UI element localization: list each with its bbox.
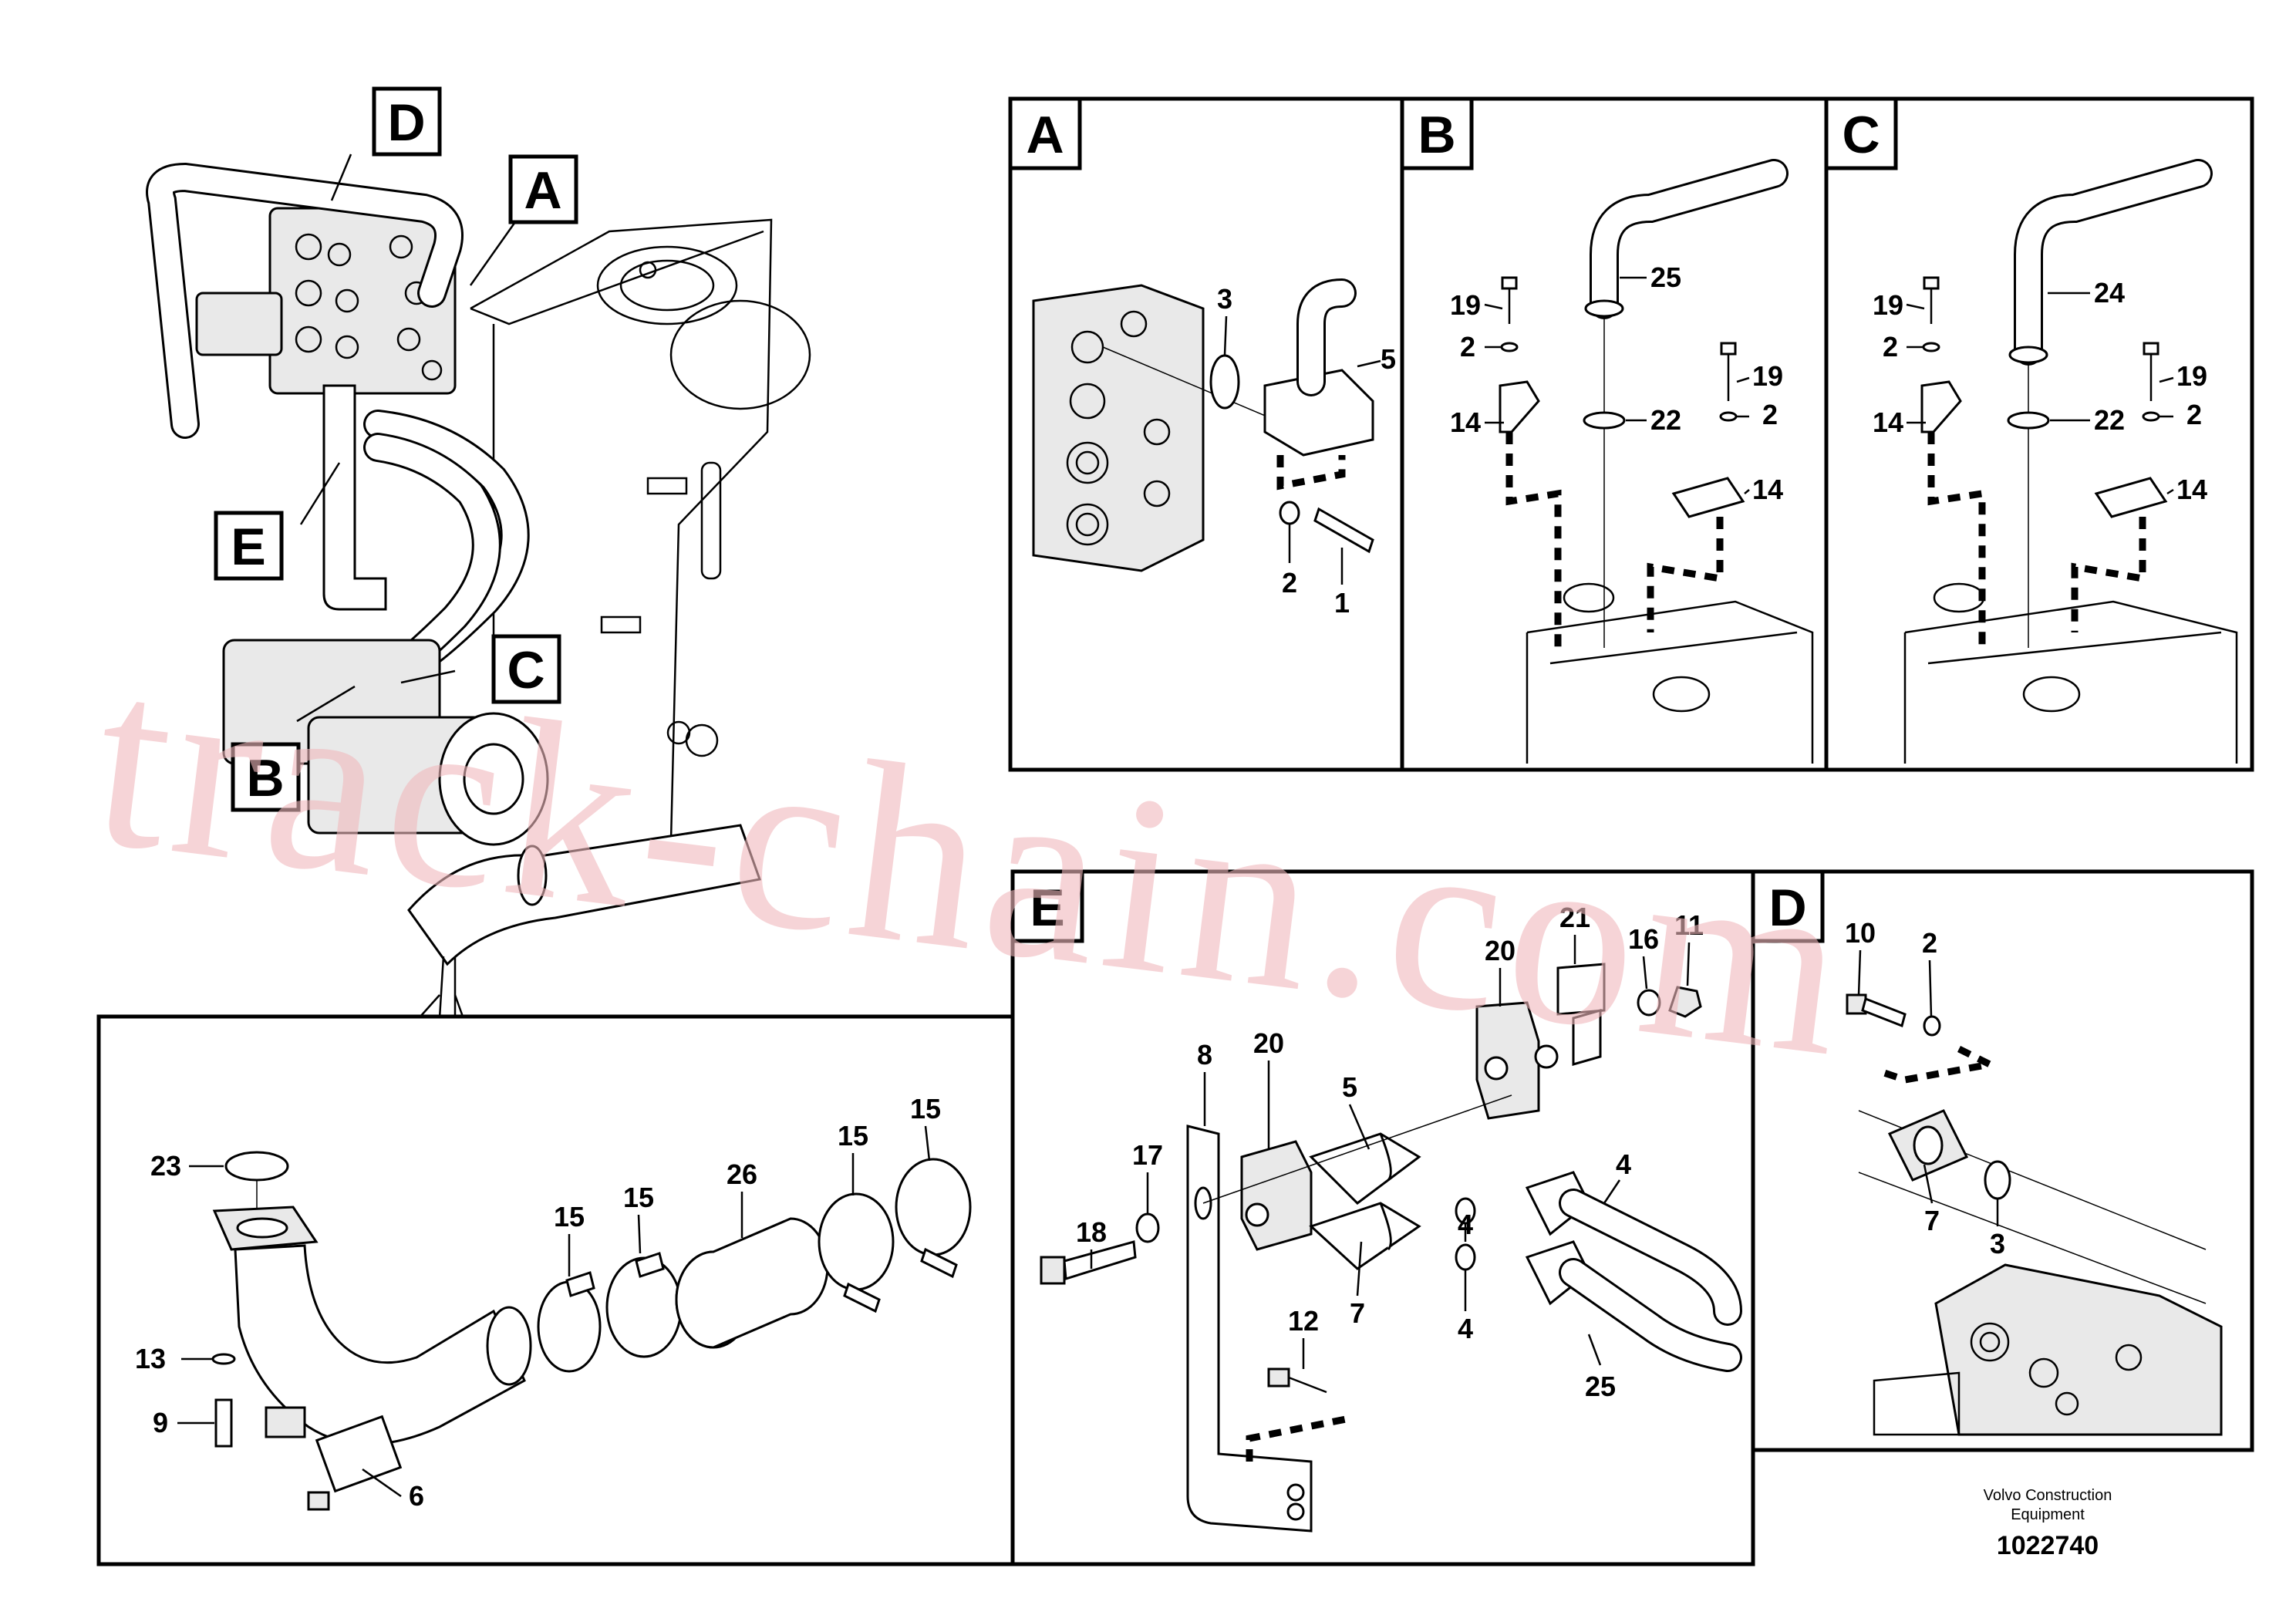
detail-tag-label: C	[1842, 106, 1880, 164]
detail-tag-label: B	[246, 749, 284, 808]
detail-panel-e: E	[1010, 869, 1755, 1566]
detail-tag-label: E	[231, 518, 265, 576]
part-callout-5: 5	[1342, 1071, 1357, 1103]
overview-assembly	[146, 153, 811, 1019]
part-callout-26: 26	[727, 1158, 757, 1190]
part-callout-1: 1	[1334, 587, 1350, 619]
part-callout-12: 12	[1288, 1305, 1319, 1337]
part-callout-18: 18	[1076, 1216, 1107, 1248]
detail-tag-label: D	[387, 93, 425, 152]
company-name-line2: Equipment	[2011, 1506, 2085, 1523]
part-callout-21: 21	[1559, 902, 1590, 933]
part-callout-16: 16	[1628, 923, 1659, 955]
detail-panel-d: D 10 2 7 3	[1751, 869, 2254, 1452]
part-callout-2: 2	[1922, 927, 1937, 959]
overview-tag-c: C	[491, 634, 561, 704]
overview-tag-b: B	[231, 742, 301, 812]
part-callout-22: 22	[2094, 404, 2125, 436]
part-callout-3: 3	[1217, 283, 1232, 315]
overview-tag-a: A	[508, 154, 578, 224]
part-callout-14: 14	[2176, 474, 2207, 505]
overview-tag-d: D	[372, 86, 442, 157]
part-callout-3: 3	[1990, 1228, 2005, 1259]
drawing-footer: Volvo Construction Equipment 1022740	[1984, 1487, 2112, 1560]
part-callout-4: 4	[1616, 1148, 1631, 1180]
part-callout-2: 2	[1762, 399, 1778, 430]
part-callout-13: 13	[135, 1343, 166, 1374]
detail-tag-label: D	[1768, 878, 1806, 937]
part-callout-2: 2	[1282, 567, 1297, 599]
part-callout-25: 25	[1585, 1371, 1616, 1402]
part-callout-7: 7	[1924, 1205, 1940, 1236]
overview-tag-e: E	[214, 511, 284, 581]
detail-tag-label: C	[507, 641, 544, 700]
detail-panel-suction: 23 13 9 6 15 15 26 15 15	[96, 994, 1015, 1566]
part-callout-19: 19	[1450, 289, 1481, 321]
part-callout-20: 20	[1253, 1027, 1284, 1059]
part-callout-22: 22	[1650, 404, 1681, 436]
part-callout-19: 19	[1752, 360, 1783, 392]
company-name-line1: Volvo Construction	[1984, 1487, 2112, 1504]
part-callout-25: 25	[1650, 261, 1681, 293]
detail-panel-c: C 19 2 14 24 22 19 2 14	[1824, 96, 2254, 772]
part-callout-14: 14	[1450, 406, 1481, 438]
part-callout-2: 2	[1460, 331, 1475, 363]
detail-tag-label: B	[1418, 106, 1455, 164]
part-callout-6: 6	[409, 1480, 424, 1512]
part-callout-8: 8	[1197, 1039, 1212, 1071]
part-callout-23: 23	[150, 1150, 181, 1182]
part-callout-15: 15	[623, 1182, 654, 1213]
detail-tag-label: A	[1026, 106, 1064, 164]
detail-panel-a: A 3 5 2 1	[1008, 96, 1404, 772]
part-callout-4: 4	[1458, 1313, 1473, 1344]
part-callout-24: 24	[2094, 277, 2125, 309]
part-callout-19: 19	[1873, 289, 1903, 321]
part-callout-5: 5	[1381, 343, 1396, 375]
part-callout-10: 10	[1845, 917, 1876, 949]
part-callout-15: 15	[910, 1093, 941, 1125]
detail-tag-label: E	[1030, 878, 1064, 937]
part-callout-14: 14	[1873, 406, 1903, 438]
part-callout-2: 2	[1883, 331, 1898, 363]
part-callout-2: 2	[2186, 399, 2202, 430]
detail-panel-b: B 19 2 14 25 22 19	[1400, 96, 1829, 772]
part-callout-7: 7	[1350, 1297, 1365, 1329]
part-callout-9: 9	[153, 1407, 168, 1438]
part-callout-4: 4	[1458, 1209, 1473, 1240]
part-callout-15: 15	[554, 1201, 585, 1233]
part-callout-19: 19	[2176, 360, 2207, 392]
part-callout-17: 17	[1132, 1139, 1163, 1171]
part-callout-11: 11	[1674, 909, 1704, 941]
drawing-number: 1022740	[1997, 1531, 2099, 1560]
part-callout-15: 15	[838, 1120, 868, 1152]
part-callout-14: 14	[1752, 474, 1783, 505]
part-callout-20: 20	[1485, 935, 1515, 966]
detail-tag-label: A	[524, 161, 561, 220]
